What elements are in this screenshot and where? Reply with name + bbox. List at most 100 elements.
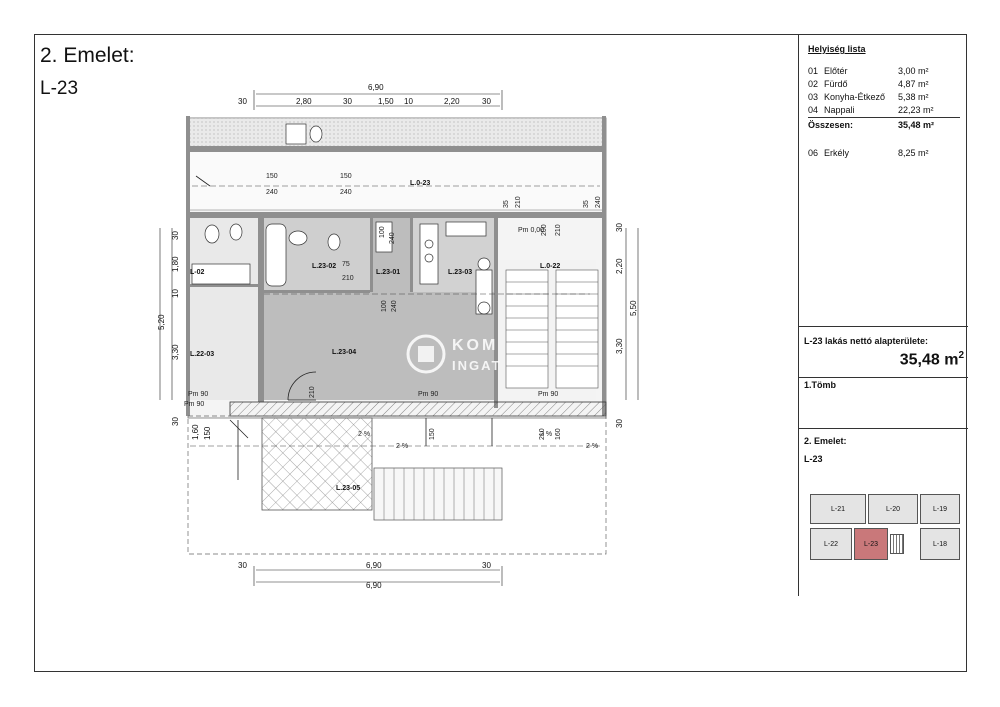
balcony-outline <box>187 415 607 555</box>
dim-left-6: 30 <box>171 417 180 426</box>
net-area-number: 35,48 m <box>899 351 959 369</box>
dim-left-2: 1,80 <box>171 256 180 272</box>
room-area: 5,38 m² <box>898 92 929 102</box>
key-unit-l18: L-18 <box>920 528 960 560</box>
living-dim-2: 240 <box>391 300 398 312</box>
dim-bottom-1: 30 <box>238 561 247 570</box>
dim-left-8: 150 <box>203 426 212 440</box>
key-unit-l22: L-22 <box>810 528 852 560</box>
hall-door-dim-1: 100 <box>379 226 386 238</box>
room-label-living: L.23-04 <box>332 349 356 356</box>
room-num: 06 <box>808 148 819 158</box>
key-unit-l19: L-19 <box>920 494 960 524</box>
dim-right-2: 2,20 <box>615 258 624 274</box>
dim-top-overall: 6,90 <box>368 83 384 92</box>
fixtures <box>191 123 493 315</box>
room-num: 03 <box>808 92 819 102</box>
dim-top-4: 1,50 <box>378 97 394 106</box>
corridor-dim-3: 150 <box>340 173 352 180</box>
stair-dim-3: 35 <box>583 200 590 208</box>
net-area-unit-sup: 2 <box>958 350 964 361</box>
section-divider-block <box>799 377 968 378</box>
dim-top-7: 30 <box>482 97 491 106</box>
room-area: 4,87 m² <box>898 79 929 89</box>
parapet-label-3: Pm 90 <box>538 391 558 398</box>
staircase <box>505 269 599 389</box>
title-block <box>798 34 968 596</box>
dim-left-4: 5,20 <box>157 314 166 330</box>
room-label-corridor: L.0-23 <box>410 180 430 187</box>
room-name: Konyha-Étkező <box>824 92 886 102</box>
stair-level-label: Pm 0,00 <box>518 227 544 234</box>
block-label: 1.Tömb <box>804 380 837 390</box>
dim-right-4: 3,30 <box>615 338 624 354</box>
key-stair <box>890 534 904 554</box>
net-area-value: 35,48 m2 <box>872 350 964 369</box>
stair-door-dim-2: 210 <box>555 224 562 236</box>
slope-label-3: 2 % <box>540 431 552 438</box>
balcony-door-dim-3: 160 <box>555 428 562 440</box>
room-num: 01 <box>808 66 819 76</box>
corridor-dim-4: 240 <box>340 189 352 196</box>
room-label-neighbour-bath: L-02 <box>190 269 205 276</box>
room-label-neighbour: L.22-03 <box>190 351 214 358</box>
parapet-label-2: Pm 90 <box>418 391 438 398</box>
corridor-dim-2: 240 <box>266 189 278 196</box>
section-divider-net <box>799 326 968 327</box>
dim-bottom-3: 30 <box>482 561 491 570</box>
room-name: Nappali <box>824 105 855 115</box>
balcony-floor <box>261 417 373 511</box>
slope-label-2: 2 % <box>396 443 408 450</box>
agency-watermark: KOM INGAT <box>406 334 596 379</box>
total-label: Összesen: <box>808 120 854 130</box>
stair-dim-4: 240 <box>595 196 602 208</box>
facade-wall <box>229 401 607 417</box>
dim-top-1: 30 <box>238 97 247 106</box>
upper-units-strip <box>187 117 607 151</box>
room-row-02: 02 Fürdő 4,87 m² <box>808 79 960 91</box>
room-label-kitchen: L.23-03 <box>448 269 472 276</box>
dim-right-3: 5,50 <box>629 300 638 316</box>
room-name: Fürdő <box>824 79 848 89</box>
slope-label-1: 2 % <box>358 431 370 438</box>
room-area: 8,25 m² <box>898 148 929 158</box>
doors <box>195 175 493 480</box>
dim-bottom-2: 6,90 <box>366 561 382 570</box>
room-row-04: 04 Nappali 22,23 m² <box>808 105 960 118</box>
dim-right-5: 30 <box>615 419 624 428</box>
hall-door-dim-2: 240 <box>389 232 396 244</box>
room-label-stair: L.0-22 <box>540 263 560 270</box>
dim-top-2: 2,80 <box>296 97 312 106</box>
room-row-01: 01 Előtér 3,00 m² <box>808 66 960 78</box>
room-list-title: Helyiség lista <box>808 44 866 54</box>
dim-left-1: 30 <box>171 231 180 240</box>
lower-stair <box>373 467 503 521</box>
bath-door-dim-1: 75 <box>342 261 350 268</box>
stair-dim-2: 210 <box>515 196 522 208</box>
neighbour-unit-fill <box>188 218 258 400</box>
section-divider-location <box>799 428 968 429</box>
dim-top-3: 30 <box>343 97 352 106</box>
net-area-label: L-23 lakás nettó alapterülete: <box>804 336 929 346</box>
floor-plan: 6,90 30 2,80 30 1,50 10 2,20 30 30 6,90 … <box>157 83 639 590</box>
key-unit-l23-highlight: L-23 <box>854 528 888 560</box>
total-area: 35,48 m² <box>898 120 935 130</box>
room-label-hall: L.23-01 <box>376 269 400 276</box>
room-name: Erkély <box>824 148 850 158</box>
dim-left-7: 1,60 <box>191 424 200 440</box>
room-area: 22,23 m² <box>898 105 934 115</box>
location-floor: 2. Emelet: <box>804 436 847 446</box>
room-row-06: 06 Erkély 8,25 m² <box>808 148 960 160</box>
floor-heading: 2. Emelet: <box>40 44 135 67</box>
key-unit-l21: L-21 <box>810 494 866 524</box>
living-dim-1: 100 <box>381 300 388 312</box>
watermark-text-2: INGAT <box>452 358 501 373</box>
stair-dim-1: 35 <box>503 200 510 208</box>
parapet-label-4: Pm 90 <box>184 401 204 408</box>
key-plan: L-21 L-20 L-19 L-22 L-23 L-18 <box>810 494 960 560</box>
dimension-lines <box>159 90 639 586</box>
dim-top-6: 2,20 <box>444 97 460 106</box>
room-total-row: Összesen: 35,48 m² <box>808 120 960 132</box>
dim-right-1: 30 <box>615 223 624 232</box>
room-label-balcony: L.23-05 <box>336 485 360 492</box>
